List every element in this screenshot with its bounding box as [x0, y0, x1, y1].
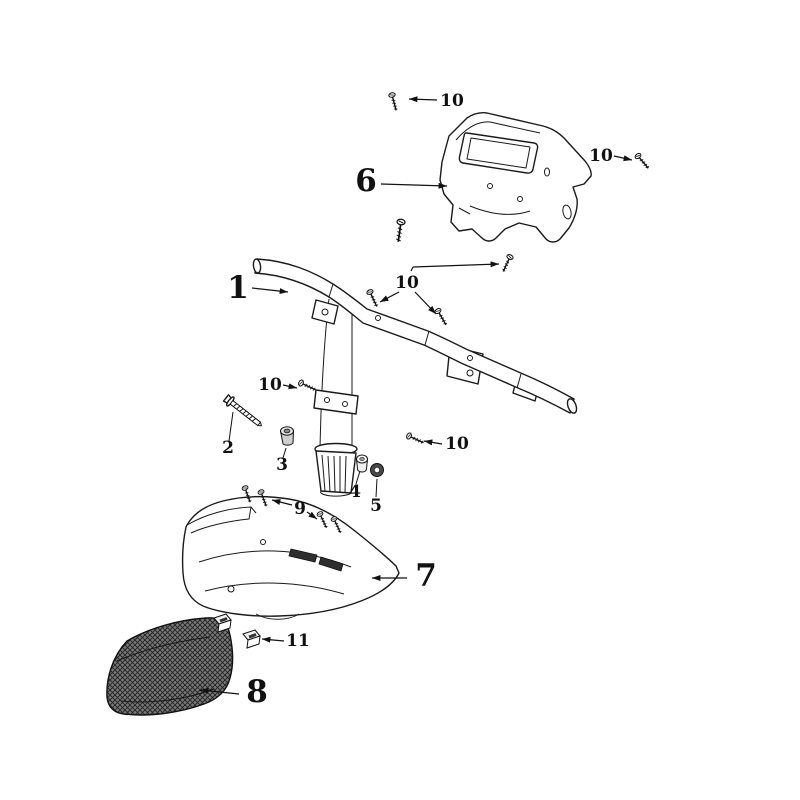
screw-10-lower — [404, 431, 426, 447]
callout-11: 11 — [286, 631, 310, 651]
callout-10-right: 10 — [589, 146, 613, 166]
leader-lines — [199, 96, 633, 695]
callout-10-top: 10 — [440, 91, 464, 111]
screw-10-right — [633, 151, 652, 172]
cover-slot — [318, 556, 344, 572]
callout-8: 8 — [246, 674, 268, 710]
part-washer-drawing — [355, 454, 369, 473]
callout-3: 3 — [276, 455, 288, 475]
part-bushing-drawing — [279, 426, 295, 446]
part-rear-cover-drawing — [439, 112, 592, 243]
callout-2: 2 — [222, 438, 234, 458]
screw-10-mid-a — [365, 287, 381, 309]
callout-10-mid: 10 — [395, 273, 419, 293]
screw-10-upper-b — [499, 252, 515, 274]
callout-5: 5 — [370, 496, 382, 516]
callout-10-left: 10 — [258, 375, 282, 395]
part-front-cover-drawing — [181, 495, 400, 620]
part-handlebar-drawing — [252, 258, 578, 497]
callout-1: 1 — [227, 270, 249, 306]
screw-10-left — [296, 378, 318, 394]
screw-10-mid-b — [433, 306, 450, 328]
callout-9: 9 — [294, 499, 306, 519]
part-clips-drawing — [213, 613, 261, 649]
callout-6: 6 — [355, 163, 377, 199]
callouts: 10 6 10 1 10 10 2 3 4 5 10 9 7 11 8 — [222, 91, 613, 710]
part-bolt-drawing — [222, 394, 262, 427]
screw-10-upper-a — [393, 217, 407, 244]
part-nut-drawing — [370, 463, 384, 477]
part-screen-drawing — [106, 617, 234, 716]
screw-10-top — [387, 91, 400, 112]
callout-7: 7 — [415, 558, 437, 594]
callout-10-lower: 10 — [445, 434, 469, 454]
callout-4: 4 — [349, 482, 361, 502]
cover-slot — [288, 548, 318, 563]
